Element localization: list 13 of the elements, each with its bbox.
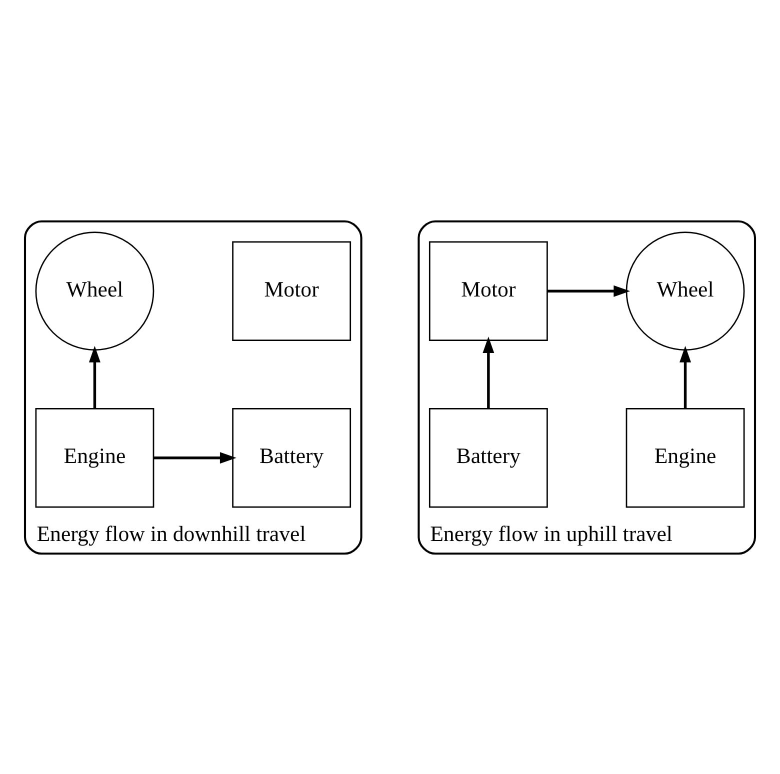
- node-box: Motor: [232, 240, 352, 341]
- arrow: [88, 345, 100, 408]
- arrow: [547, 284, 630, 296]
- arrow: [482, 336, 494, 408]
- node-circle: Wheel: [35, 231, 154, 350]
- node-box: Engine: [626, 408, 745, 508]
- node-box: Battery: [428, 408, 548, 508]
- arrow: [680, 345, 692, 408]
- node-box: Motor: [428, 240, 548, 341]
- arrow: [154, 452, 236, 464]
- node-box: Engine: [35, 408, 154, 508]
- node-circle: Wheel: [626, 231, 745, 350]
- node-box: Battery: [232, 408, 352, 508]
